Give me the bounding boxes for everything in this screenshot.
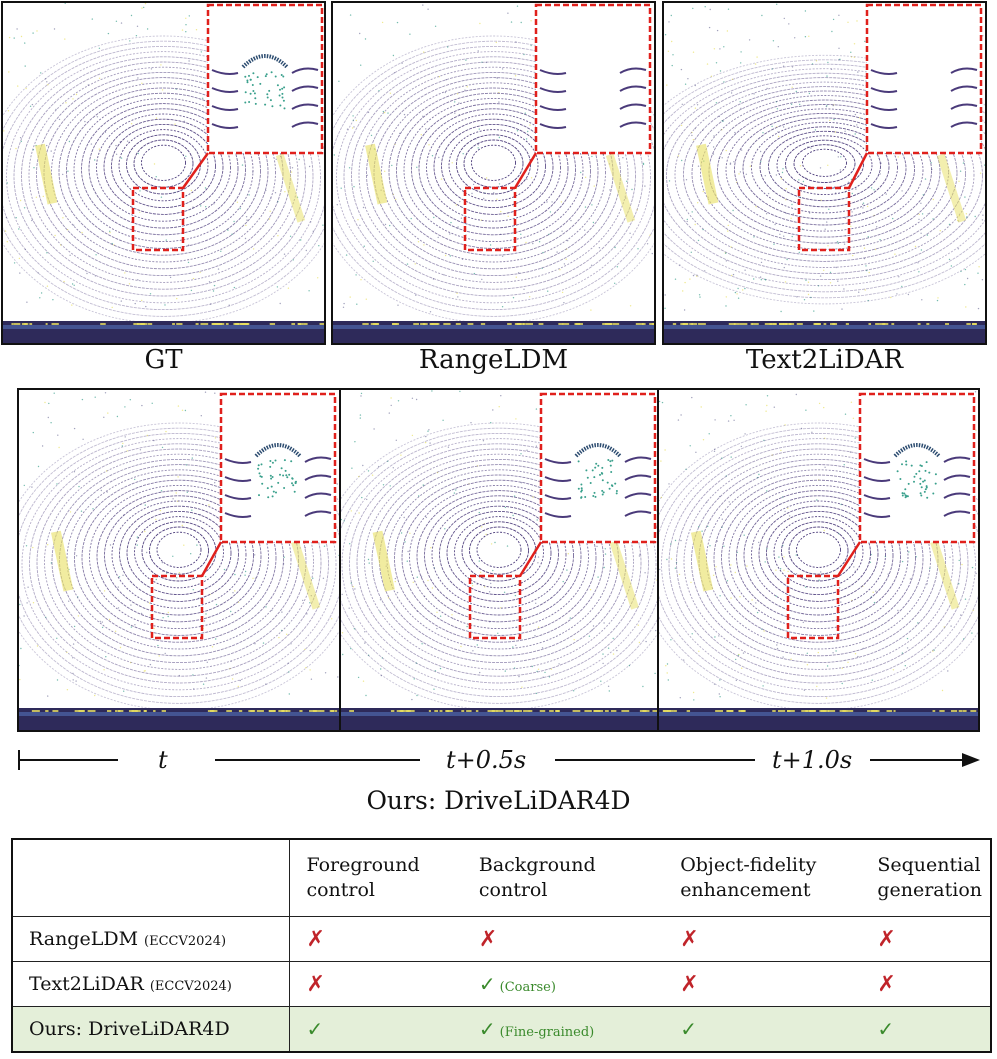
zoom-inset [219, 392, 337, 544]
bev-plot-text2lidar [664, 3, 985, 343]
zoom-connector [836, 541, 862, 577]
zoom-inset [534, 3, 652, 155]
zoom-region-box [468, 574, 522, 640]
feature-cell: ✓ [861, 1006, 991, 1052]
caption-gt: GT [144, 345, 183, 375]
side-structures [365, 143, 636, 223]
sequence-panels [17, 388, 980, 732]
table-header-foreground: Foreground control [289, 838, 463, 917]
range-image-strip [19, 708, 339, 730]
feature-cell: ✓ [289, 1006, 463, 1052]
feature-cell: ✗ [861, 961, 991, 1007]
timeline-label-t-1-0s: t+1.0s [772, 746, 853, 774]
panel-divider [339, 390, 341, 730]
check-icon: ✓ [680, 1017, 697, 1041]
feature-cell: ✓ [664, 1006, 862, 1052]
feature-cell: ✗ [861, 916, 991, 962]
feature-cell: ✓(Fine-grained) [462, 1006, 665, 1052]
method-name: RangeLDM [29, 928, 139, 950]
table-header-object-fidelity: Object-fidelity enhancement [664, 838, 862, 917]
range-image-strip [3, 321, 324, 343]
cross-icon: ✗ [306, 926, 325, 952]
venue-label: (ECCV2024) [149, 979, 232, 994]
check-icon: ✓ [306, 1017, 324, 1041]
cross-icon: ✗ [877, 971, 896, 997]
comparison-table: Foreground control Background control Ob… [11, 838, 992, 1053]
caption-text2lidar: Text2LiDAR [745, 345, 904, 375]
side-structures [51, 530, 321, 610]
check-icon: ✓ [478, 1017, 496, 1041]
feature-note: (Coarse) [499, 980, 556, 995]
table-row-ours: Ours: DriveLiDAR4D ✓ ✓(Fine-grained) ✓ ✓ [12, 1006, 991, 1052]
table-header-sequential: Sequential generation [861, 838, 991, 917]
table-header-background: Background control [462, 838, 665, 917]
venue-label: (ECCV2024) [144, 934, 227, 949]
scan-rings [3, 35, 324, 324]
zoom-inset [206, 3, 324, 155]
caption-rangeldm: RangeLDM [418, 345, 569, 375]
ours-caption: Ours: DriveLiDAR4D [366, 786, 631, 815]
side-structures [372, 530, 639, 610]
zoom-connector [200, 541, 223, 577]
scan-rings [341, 422, 657, 711]
zoom-inset [858, 392, 976, 544]
cross-icon: ✗ [877, 926, 896, 952]
method-name: Text2LiDAR [29, 973, 144, 995]
range-image-strip [659, 708, 978, 730]
zoom-region-box [797, 186, 851, 252]
feature-cell: ✗ [462, 916, 665, 962]
lidar-panel-text2lidar [662, 1, 987, 345]
range-image-strip [664, 321, 985, 343]
table-header-row: Foreground control Background control Ob… [12, 838, 991, 917]
feature-cell: ✗ [664, 916, 862, 962]
check-icon: ✓ [877, 1017, 895, 1041]
zoom-region-box [131, 186, 185, 252]
zoom-region-box [150, 574, 204, 640]
feature-cell: ✗ [289, 961, 463, 1007]
bev-plot-gt [3, 3, 324, 343]
feature-cell: ✗ [289, 916, 463, 962]
bev-plot-ours-t-1-0s [659, 391, 978, 730]
scan-rings [664, 54, 985, 305]
method-cell: RangeLDM (ECCV2024) [12, 916, 291, 962]
table-row: RangeLDM (ECCV2024) ✗ ✗ ✗ ✗ [12, 916, 991, 962]
feature-cell: ✗ [664, 961, 862, 1007]
method-cell: Text2LiDAR (ECCV2024) [12, 961, 291, 1007]
cross-icon: ✗ [680, 926, 699, 952]
side-structures [690, 530, 960, 610]
method-cell: Ours: DriveLiDAR4D [12, 1006, 291, 1052]
zoom-connector [181, 152, 210, 189]
cross-icon: ✗ [478, 926, 498, 952]
feature-cell: ✓(Coarse) [462, 961, 665, 1007]
side-structures [696, 143, 967, 223]
lidar-panel-rangeldm [331, 1, 656, 345]
bev-plot-ours-t [19, 391, 339, 730]
zoom-connector [847, 152, 869, 189]
timeline-label-t-0-5s: t+0.5s [446, 746, 527, 774]
panel-divider [657, 390, 659, 730]
range-image-strip [341, 708, 657, 730]
zoom-region-box [786, 574, 840, 640]
zoom-inset [865, 3, 983, 155]
timeline-label-t: t [158, 746, 168, 774]
table-row: Text2LiDAR (ECCV2024) ✗ ✓(Coarse) ✗ ✗ [12, 961, 991, 1007]
method-name: Ours: DriveLiDAR4D [29, 1018, 230, 1040]
timeline-arrow [18, 750, 980, 770]
side-structures [35, 143, 306, 223]
lidar-panel-gt [1, 1, 326, 345]
zoom-inset [539, 392, 657, 544]
cross-icon: ✗ [306, 971, 325, 997]
zoom-connector [518, 541, 543, 577]
table-header-empty [12, 838, 291, 917]
bev-plot-ours-t-0-5s [341, 390, 657, 730]
check-icon: ✓ [478, 972, 496, 996]
bev-plot-rangeldm [333, 3, 654, 343]
zoom-region-box [463, 186, 517, 252]
cross-icon: ✗ [680, 971, 699, 997]
zoom-connector [513, 152, 538, 189]
feature-note: (Fine-grained) [499, 1025, 595, 1040]
range-image-strip [333, 321, 654, 343]
